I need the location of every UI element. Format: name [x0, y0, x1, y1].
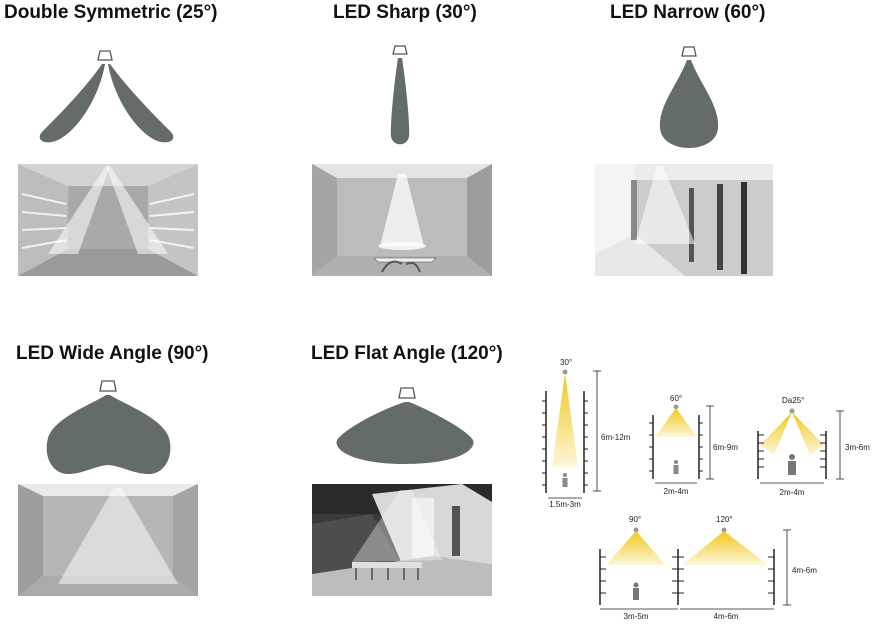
- diagram-60-degree: 60° 2m-4m 6m-9m: [649, 394, 738, 496]
- beam-wide-angle-icon: [46, 380, 171, 475]
- height-label-d2: 6m-9m: [713, 443, 738, 452]
- beam-flat-angle-icon: [336, 387, 474, 464]
- photo-flat-angle-courtyard: [312, 484, 492, 596]
- width-label-d3: 2m-4m: [780, 488, 805, 497]
- diagram-da25-degree: Da25° 2m-4m 3m-6m: [757, 396, 870, 497]
- height-label-d1: 6m-12m: [601, 433, 631, 442]
- width-label-d5: 4m-6m: [714, 612, 739, 621]
- title-led-sharp: LED Sharp (30°): [333, 2, 477, 23]
- width-label-d4: 3m-5m: [624, 612, 649, 621]
- angle-label-60: 60°: [670, 394, 682, 403]
- height-label-d3: 3m-6m: [845, 443, 870, 452]
- installation-height-diagram: 30° 1.5m-3m 6m-12m 60°: [542, 358, 870, 621]
- width-label-d1: 1.5m-3m: [549, 500, 581, 509]
- title-led-narrow: LED Narrow (60°): [610, 2, 766, 23]
- photo-double-symmetric-room: [18, 164, 198, 276]
- height-label-shared: 4m-6m: [792, 566, 817, 575]
- beam-double-symmetric-icon: [39, 50, 174, 143]
- width-label-d2: 2m-4m: [664, 487, 689, 496]
- beam-narrow-icon: [659, 46, 719, 148]
- angle-label-90: 90°: [629, 515, 641, 524]
- photo-narrow-hallway: [595, 164, 773, 276]
- title-double-symmetric: Double Symmetric (25°): [4, 2, 218, 23]
- angle-label-120: 120°: [716, 515, 733, 524]
- title-led-flat-angle: LED Flat Angle (120°): [311, 343, 503, 364]
- beam-sharp-icon: [390, 45, 410, 145]
- photo-sharp-room: [312, 164, 492, 276]
- diagram-90-120-degree: 90° 120° 3m-5m 4m-6m 4m-6m: [599, 515, 817, 621]
- angle-label-da25: Da25°: [782, 396, 804, 405]
- photo-wide-angle-room: [18, 484, 198, 596]
- title-led-wide-angle: LED Wide Angle (90°): [16, 343, 209, 364]
- angle-label-30: 30°: [560, 358, 572, 367]
- diagram-30-degree: 30° 1.5m-3m 6m-12m: [542, 358, 631, 509]
